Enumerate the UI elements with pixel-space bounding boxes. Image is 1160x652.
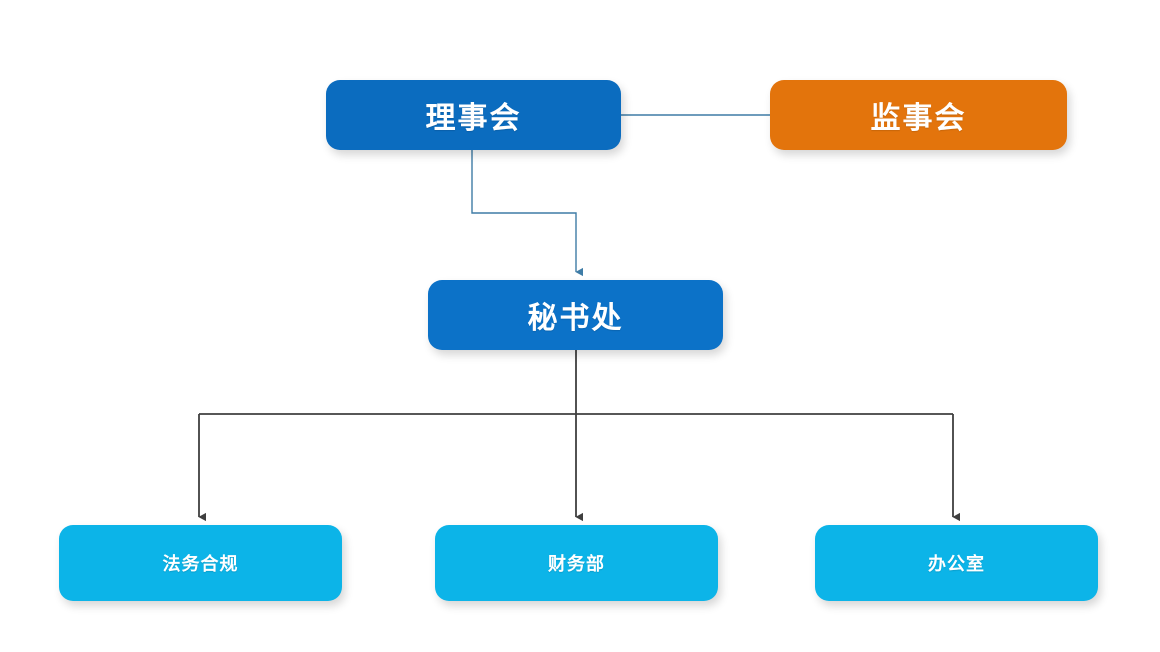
node-supervisor[interactable]: 监事会 [770,80,1067,150]
edge-board-secretariat [471,150,583,277]
node-finance-department[interactable]: 财务部 [435,525,718,601]
node-legal-compliance[interactable]: 法务合规 [59,525,342,601]
node-secretariat[interactable]: 秘书处 [428,280,723,350]
node-office[interactable]: 办公室 [815,525,1098,601]
node-board[interactable]: 理事会 [326,80,621,150]
